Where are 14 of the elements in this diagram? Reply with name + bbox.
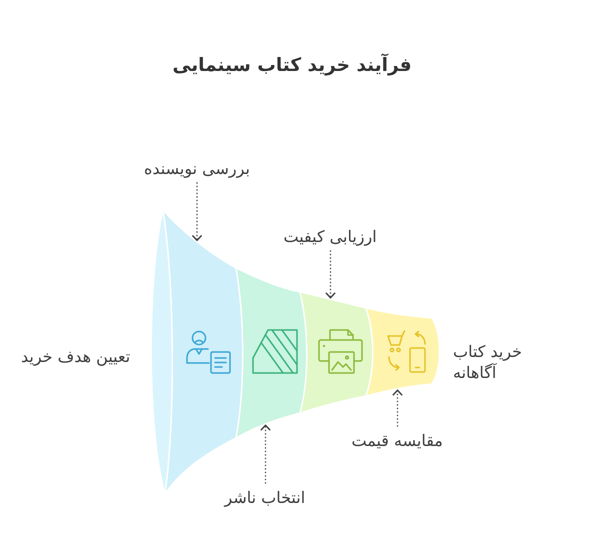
leader-line — [260, 424, 270, 484]
leader-line — [392, 390, 402, 427]
label-text: خرید کتاب آگاهانه — [453, 341, 524, 383]
title: فرآیند خرید کتاب سینمایی — [172, 53, 412, 78]
leader-line — [326, 250, 336, 299]
step-label: مقایسه قیمت — [352, 430, 443, 450]
step-label: ارزیابی کیفیت — [284, 226, 377, 246]
label-text: تعیین هدف خرید — [21, 346, 130, 366]
step-label: انتخاب ناشر — [224, 486, 306, 508]
leader-line — [192, 182, 202, 242]
funnel-segment — [299, 291, 374, 414]
step-label: بررسی نویسنده — [144, 158, 250, 178]
funnel-segment — [365, 307, 441, 397]
funnel-segment — [235, 267, 308, 439]
